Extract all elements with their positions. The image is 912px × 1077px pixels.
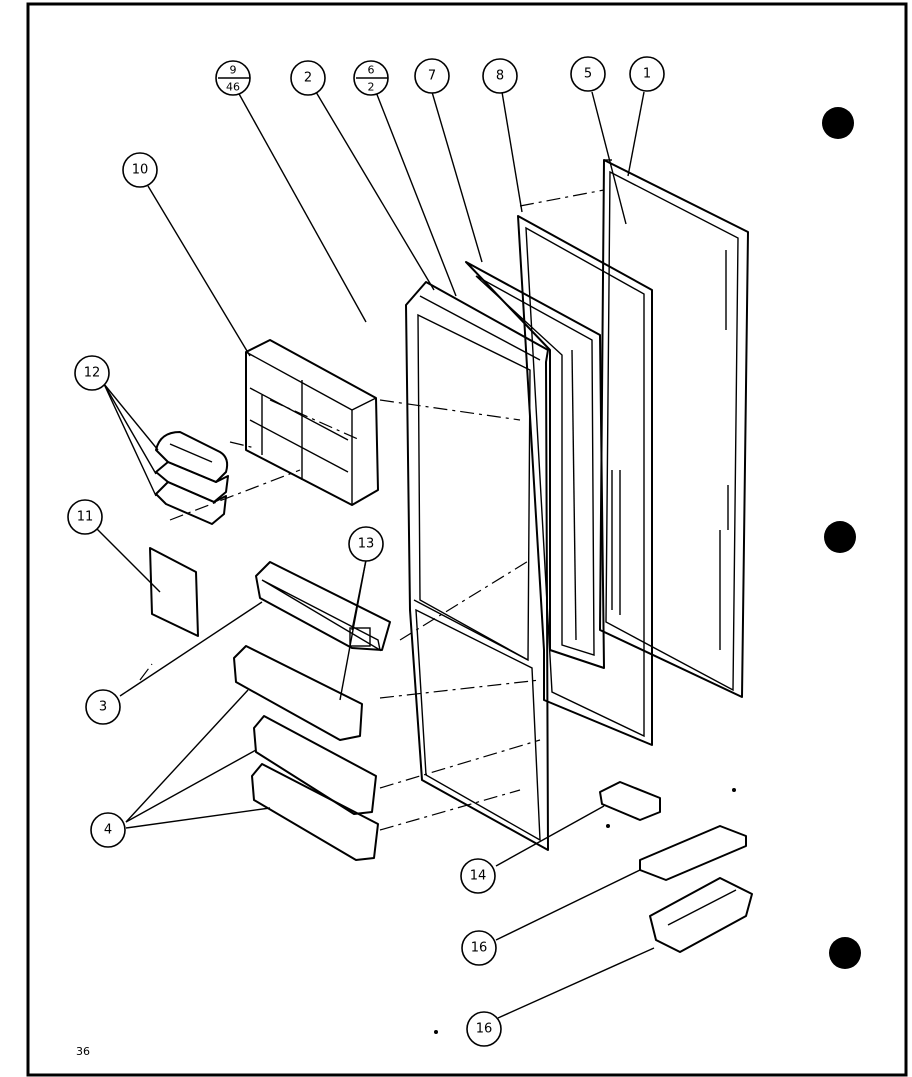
- callout-16-bin: 16: [466, 1011, 502, 1047]
- leader-lines: [95, 91, 655, 1019]
- fraction-bottom: 2: [368, 81, 375, 94]
- part-door-bin-upper: [255, 561, 391, 652]
- dot: [434, 1030, 438, 1034]
- svg-text:11: 11: [77, 510, 94, 525]
- callout-13: 13: [348, 526, 384, 562]
- callout-3: 3: [85, 689, 121, 725]
- callout-11: 11: [67, 499, 103, 535]
- svg-text:1: 1: [643, 67, 651, 82]
- binder-hole: [822, 107, 854, 139]
- svg-text:8: 8: [496, 69, 504, 84]
- svg-text:5: 5: [584, 67, 592, 82]
- part-containers: [155, 431, 229, 525]
- svg-text:14: 14: [470, 869, 487, 884]
- callout-1: 1: [629, 56, 665, 92]
- fraction-top: 6: [368, 64, 375, 77]
- callout-7: 7: [414, 58, 450, 94]
- callout-4: 4: [90, 812, 126, 848]
- svg-text:13: 13: [358, 537, 375, 552]
- svg-text:3: 3: [99, 700, 107, 715]
- part-door-gasket: [517, 215, 653, 746]
- svg-text:10: 10: [132, 163, 149, 178]
- svg-text:2: 2: [304, 71, 312, 86]
- callout-16-cover: 16: [461, 930, 497, 966]
- part-small-tray: [599, 781, 661, 821]
- fraction-top: 9: [230, 64, 237, 77]
- dot: [732, 788, 736, 792]
- callout-8: 8: [482, 58, 518, 94]
- svg-text:12: 12: [84, 366, 101, 381]
- part-shelf-rack: [245, 339, 379, 506]
- callout-2: 2: [290, 60, 326, 96]
- part-door-bins: [233, 645, 379, 861]
- callout-10: 10: [122, 152, 158, 188]
- svg-text:4: 4: [104, 823, 112, 838]
- part-inner-door-frame: [405, 281, 549, 851]
- page-border: [26, 2, 908, 1077]
- assembly-lines: [139, 189, 605, 831]
- binder-hole: [824, 521, 856, 553]
- part-ice-bin-cover: [639, 825, 747, 881]
- page-number: 36: [76, 1045, 90, 1058]
- callout-5: 5: [570, 56, 606, 92]
- svg-text:7: 7: [428, 69, 436, 84]
- callout-12: 12: [74, 355, 110, 391]
- dot: [606, 824, 610, 828]
- part-cover-panel: [149, 547, 199, 637]
- callout-6-2: 6 2: [353, 60, 389, 96]
- binder-hole: [829, 937, 861, 969]
- svg-text:16: 16: [476, 1022, 493, 1037]
- fraction-bottom: 46: [226, 81, 240, 94]
- callout-9-46: 9 46: [215, 60, 251, 96]
- svg-text:16: 16: [471, 941, 488, 956]
- part-ice-bin: [649, 877, 753, 953]
- callout-14: 14: [460, 858, 496, 894]
- part-door-outer-panel: [599, 159, 749, 698]
- part-door-liner: [465, 261, 605, 669]
